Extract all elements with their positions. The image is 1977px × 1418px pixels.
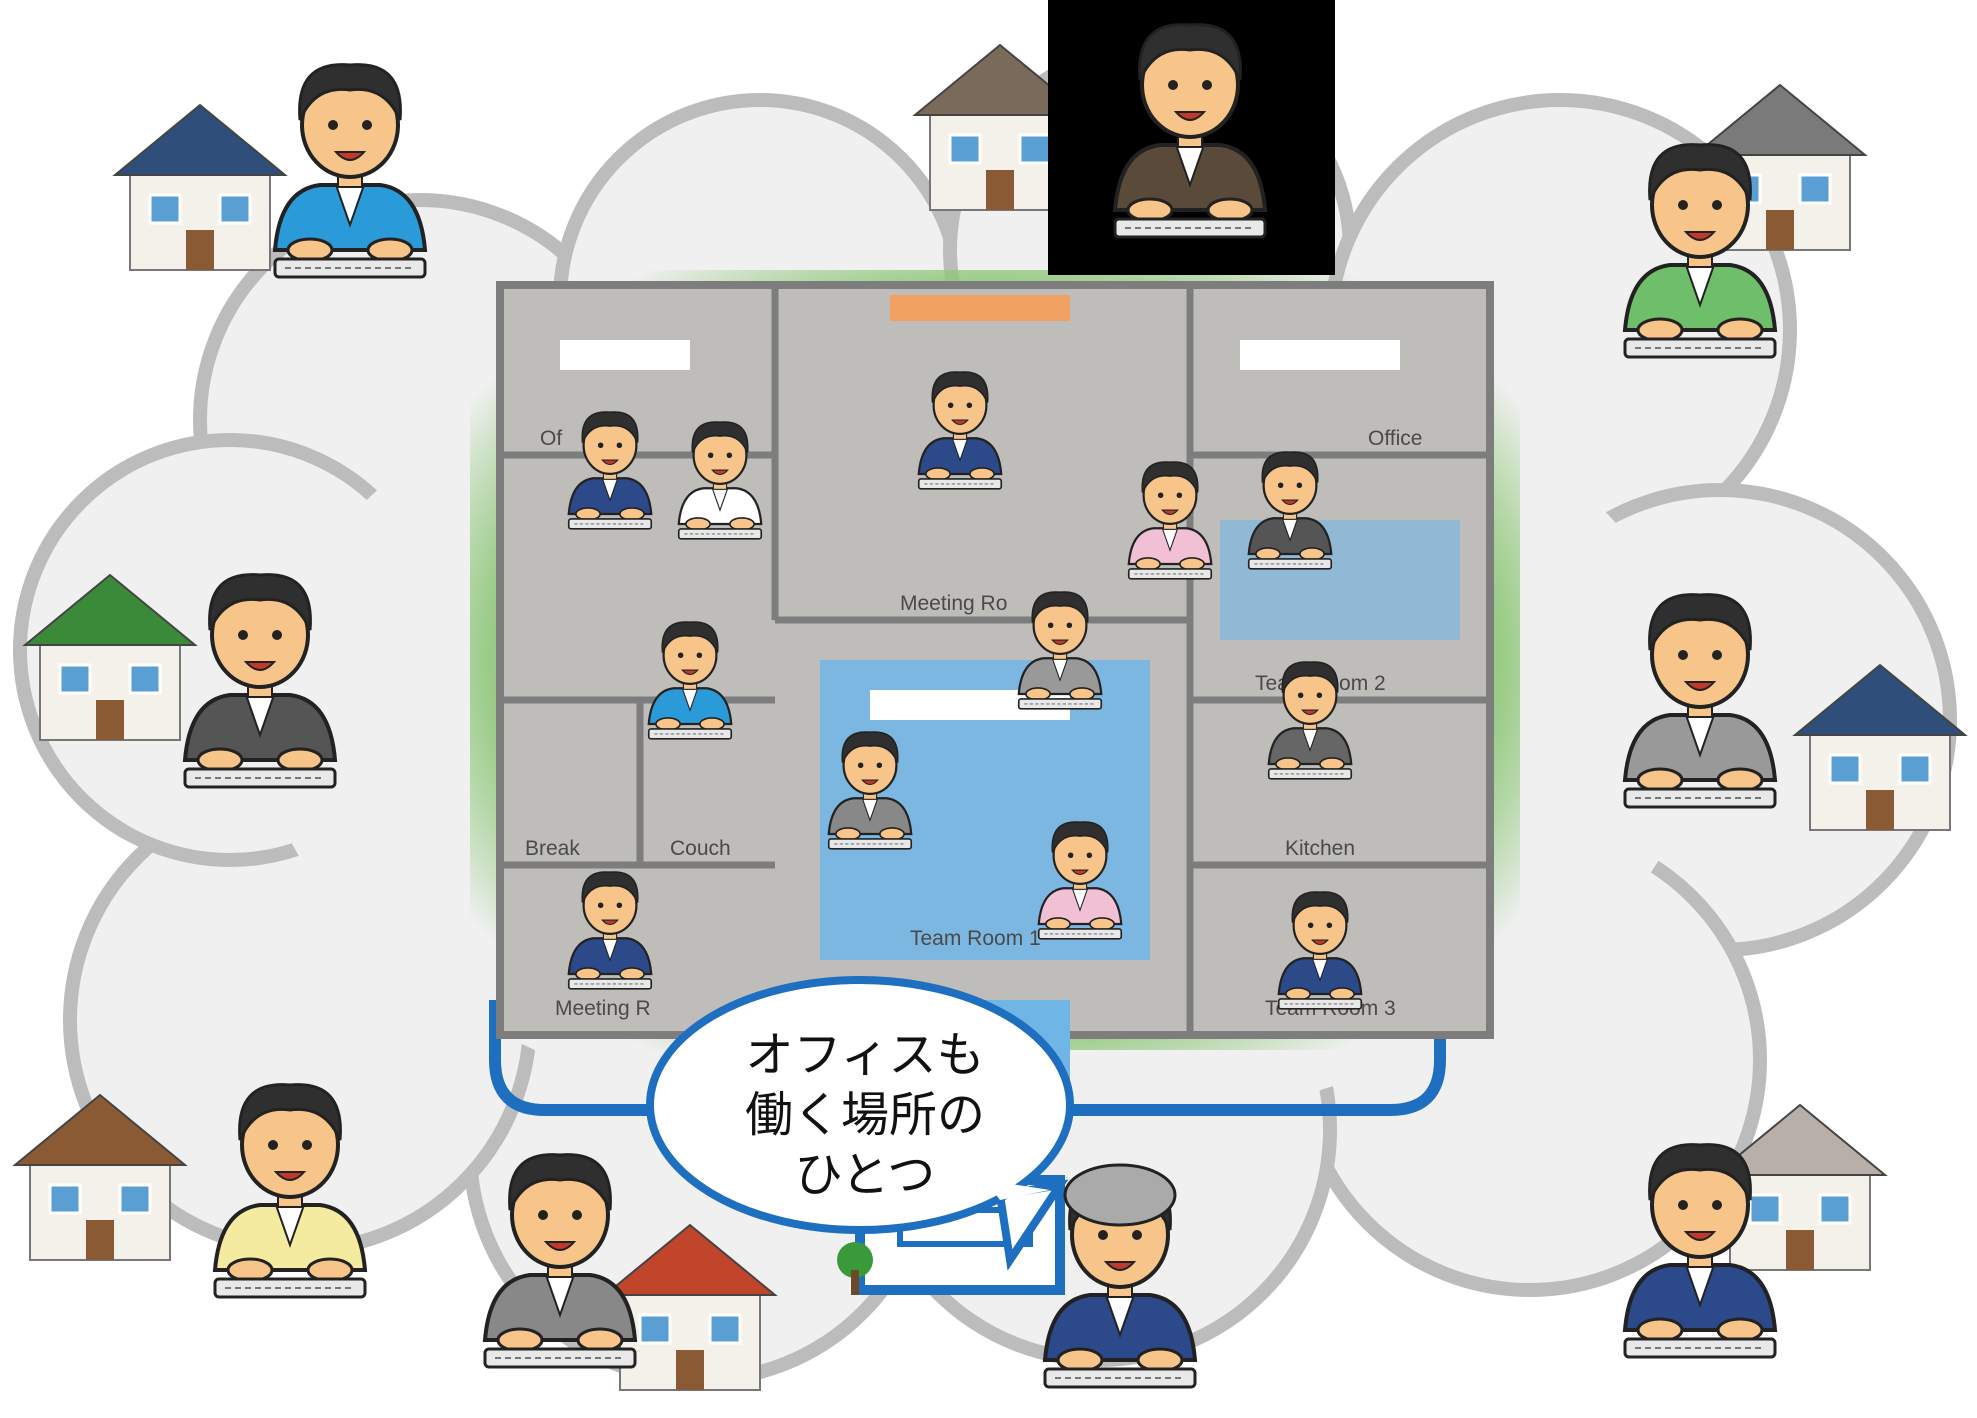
room-label: Of [540,427,562,450]
boss-character [1045,1163,1195,1387]
speech-bubble-line: ひとつ [794,1147,936,1203]
virtual-office-floorplan: Of Office Meeting Ro Team Room 2 Break C… [470,270,1520,1050]
room-label: Meeting R [555,997,651,1020]
room-label: Office [1368,427,1422,450]
room-label: Meeting Ro [900,592,1007,615]
speech-bubble-line: オフィスも [745,1027,985,1083]
room-label: Couch [670,837,731,860]
speech-bubble [646,976,1074,1271]
room-label: Team Room 1 [910,927,1041,950]
video-call-worker [1048,0,1335,275]
room-label: Kitchen [1285,837,1355,860]
tree-icon [837,1242,873,1295]
speech-bubble-text: オフィスも 働く場所の ひとつ [700,1025,1030,1205]
speech-bubble-line: 働く場所の [744,1087,985,1143]
room-label: Break [525,837,580,860]
